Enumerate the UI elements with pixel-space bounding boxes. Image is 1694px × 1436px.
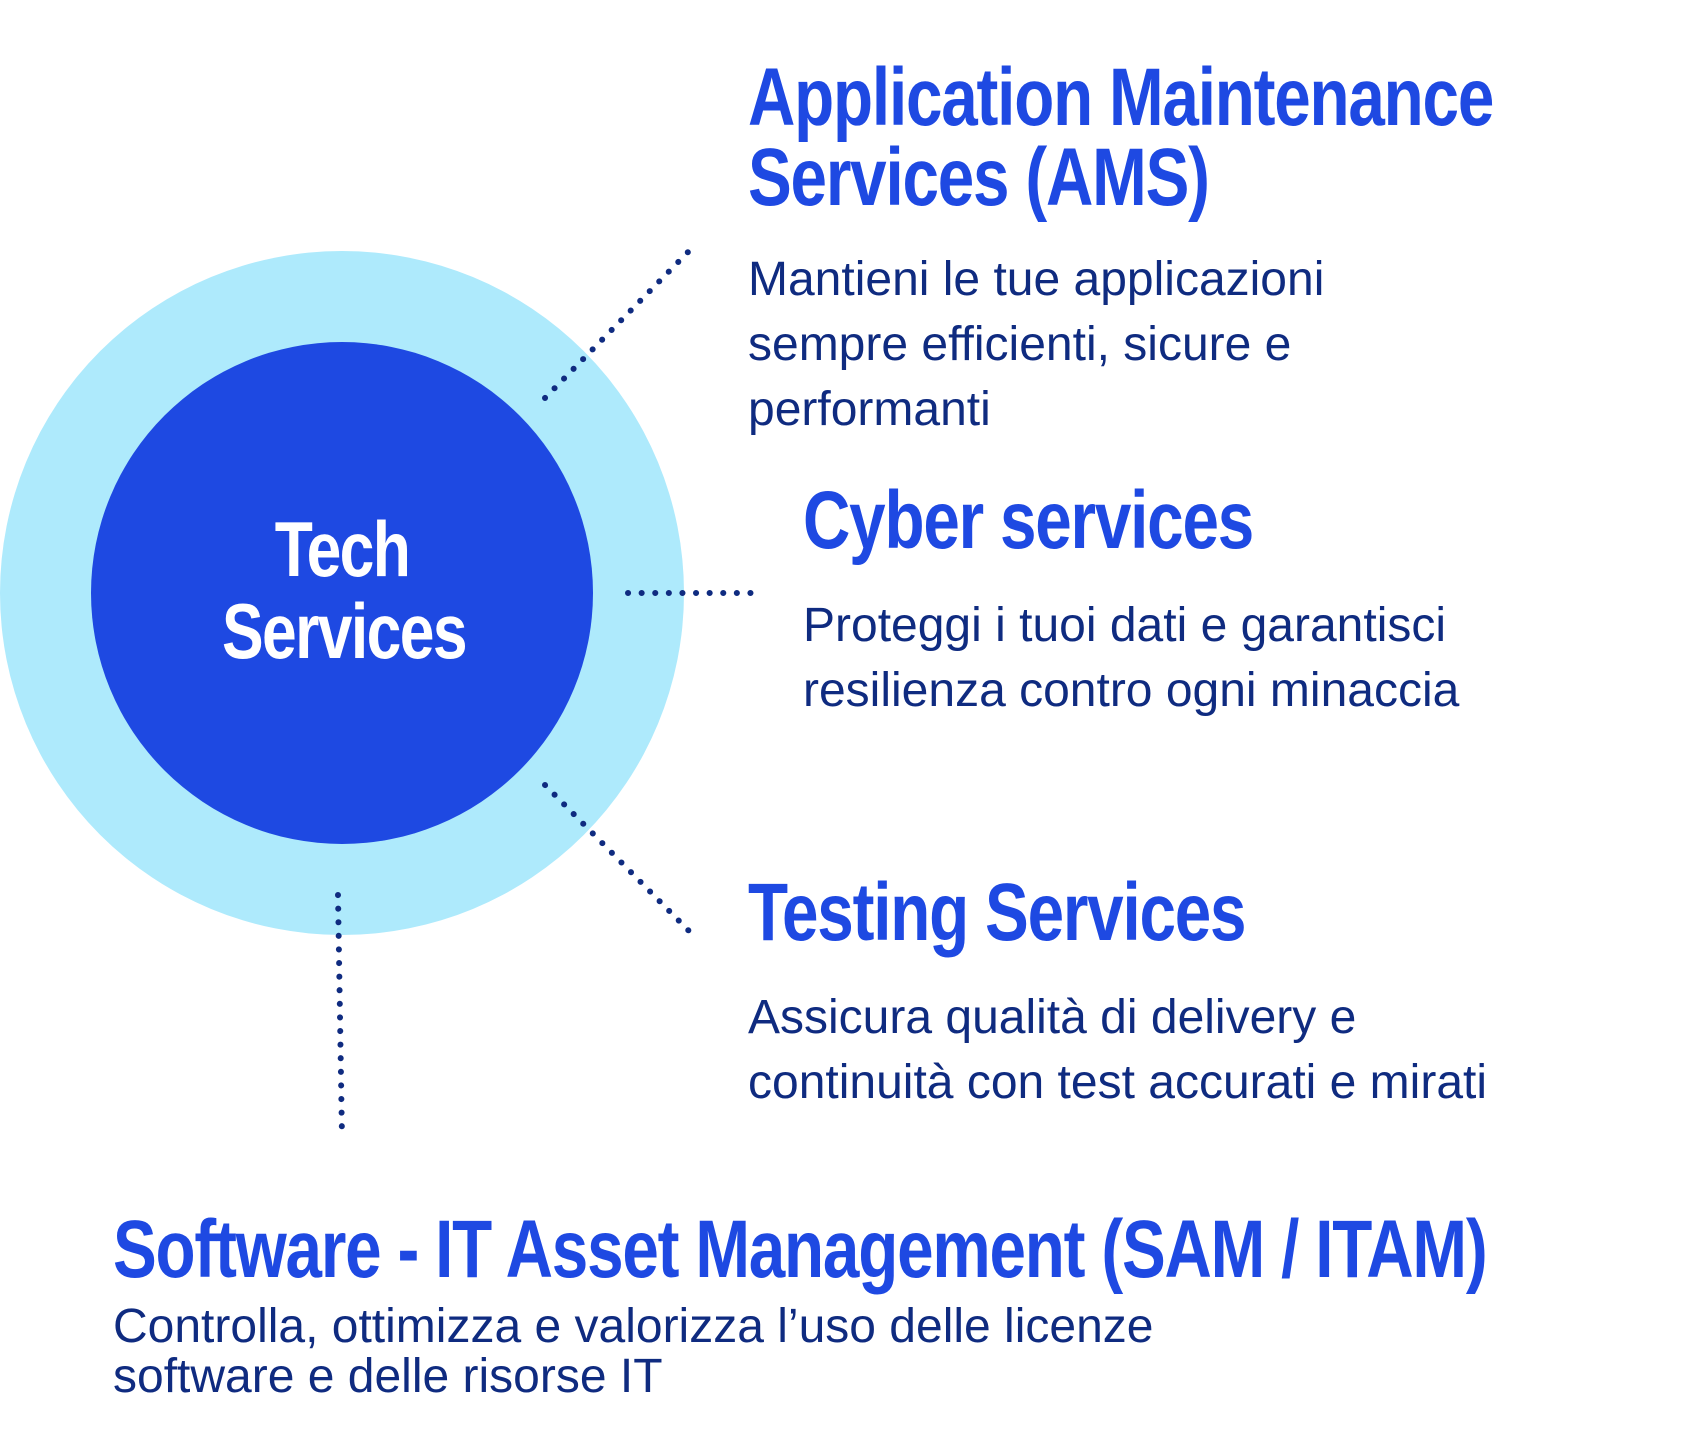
connector-sam (335, 892, 345, 1140)
ams-desc-line3: performanti (748, 383, 991, 436)
testing-desc-line2: continuità con test accurati e mirati (748, 1056, 1488, 1109)
sam-desc-line1: Controlla, ottimizza e valorizza l’uso d… (113, 1300, 1154, 1353)
cyber-desc-line1: Proteggi i tuoi dati e garantisci (803, 599, 1447, 652)
cyber-description: Proteggi i tuoi dati e garantisci resili… (803, 593, 1459, 723)
ams-desc-line2: sempre efficienti, sicure e (748, 318, 1292, 371)
cyber-desc-line2: resilienza contro ogni minaccia (803, 664, 1460, 717)
cyber-title: Cyber services (803, 475, 1254, 566)
ams-desc-line1: Mantieni le tue applicazioni (748, 253, 1325, 306)
center-label-line1: Tech (274, 505, 411, 593)
sam-title: Software - IT Asset Management (SAM / IT… (113, 1204, 1488, 1295)
sam-description: Controlla, ottimizza e valorizza l’uso d… (113, 1302, 1153, 1402)
ams-title-line1: Application Maintenance (748, 52, 1494, 143)
ams-title: Application Maintenance Services (AMS) (748, 52, 1494, 223)
center-label-line2: Services (222, 587, 468, 675)
ams-description: Mantieni le tue applicazioni sempre effi… (748, 247, 1324, 442)
testing-title: Testing Services (748, 867, 1247, 958)
sam-desc-line2: software e delle risorse IT (113, 1350, 663, 1403)
ams-title-line2: Services (AMS) (748, 132, 1210, 223)
center-label: Tech Services (222, 505, 468, 675)
testing-desc-line1: Assicura qualità di delivery e (748, 991, 1357, 1044)
inner-circle (91, 342, 593, 844)
testing-description: Assicura qualità di delivery e continuit… (748, 985, 1487, 1115)
